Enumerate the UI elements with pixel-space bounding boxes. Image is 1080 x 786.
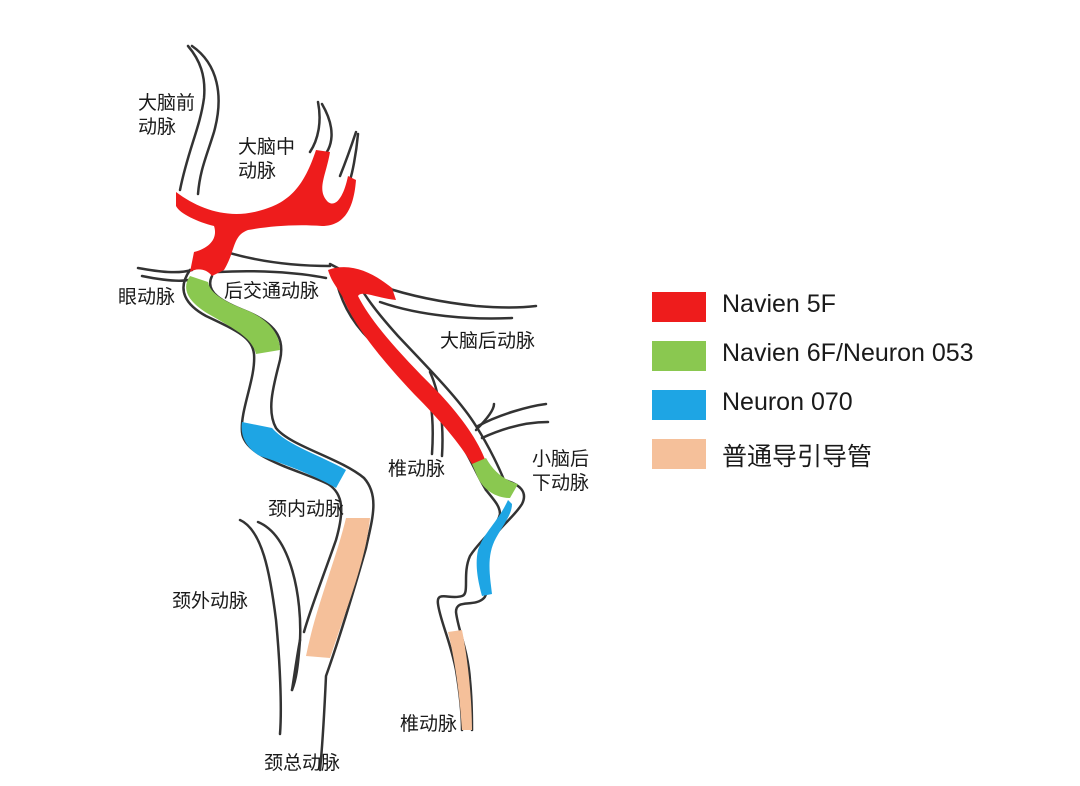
pcom-wall-2 (216, 270, 328, 280)
pica-wall-2 (480, 420, 550, 440)
catheter-red-mca (176, 150, 356, 276)
catheter-peach-vertebral (448, 630, 472, 730)
label-vertebral-upper: 椎动脉 (388, 458, 446, 480)
basilar-right-wall (350, 268, 506, 482)
label-ophthalmic: 眼动脉 (118, 286, 176, 308)
vertebral-right-wall (454, 478, 526, 732)
pica-wall-1 (474, 402, 496, 432)
label-vertebral-lower: 椎动脉 (400, 713, 458, 735)
cca-join (290, 638, 302, 692)
label-aca-line2: 动脉 (138, 115, 177, 138)
pca-wall-2 (378, 300, 514, 320)
eca-outer-wall (238, 518, 283, 736)
legend-swatch (652, 439, 706, 469)
mca-branch-3 (338, 130, 358, 178)
legend-swatch (652, 390, 706, 420)
ophthalmic-wall-2 (140, 274, 190, 283)
legend-label: 普通导引导管 (722, 443, 873, 471)
label-pica-line1: 小脑后 (532, 448, 590, 470)
label-aca: 大脑前 动脉 (138, 92, 195, 140)
label-mca: 大脑中 动脉 (238, 136, 295, 184)
catheter-red-basilar (328, 267, 486, 464)
aca-wall-1 (178, 44, 206, 192)
label-pica: 小脑后 下动脉 (532, 448, 589, 496)
mca-branch-1 (308, 100, 321, 154)
label-mca-line1: 大脑中 (238, 136, 296, 158)
label-cca: 颈总动脉 (264, 752, 341, 774)
catheter-blue-ica (241, 422, 346, 488)
catheter-blue-vertebral (476, 500, 512, 596)
label-eca: 颈外动脉 (172, 590, 249, 612)
legend-swatch (652, 341, 706, 371)
catheter-green-ica (186, 276, 280, 354)
label-ica: 颈内动脉 (268, 498, 345, 520)
catheter-green-vertebral (472, 458, 518, 498)
ophthalmic-wall-1 (136, 266, 194, 274)
label-aca-line1: 大脑前 (138, 92, 196, 114)
aca-wall-2 (190, 44, 220, 196)
pcom-wall-1 (224, 250, 332, 268)
label-pica-line2: 下动脉 (532, 471, 590, 494)
legend-label: Navien 5F (722, 290, 836, 318)
eca-inner-wall (256, 520, 302, 692)
catheter-peach-ica (306, 518, 370, 658)
pica-wall-3 (476, 402, 548, 428)
legend-label: Navien 6F/Neuron 053 (722, 339, 974, 367)
label-pcom: 后交通动脉 (224, 280, 320, 302)
label-mca-line2: 动脉 (238, 159, 277, 182)
legend-label: Neuron 070 (722, 388, 853, 416)
legend-swatch (652, 292, 706, 322)
label-pca: 大脑后动脉 (440, 330, 536, 352)
